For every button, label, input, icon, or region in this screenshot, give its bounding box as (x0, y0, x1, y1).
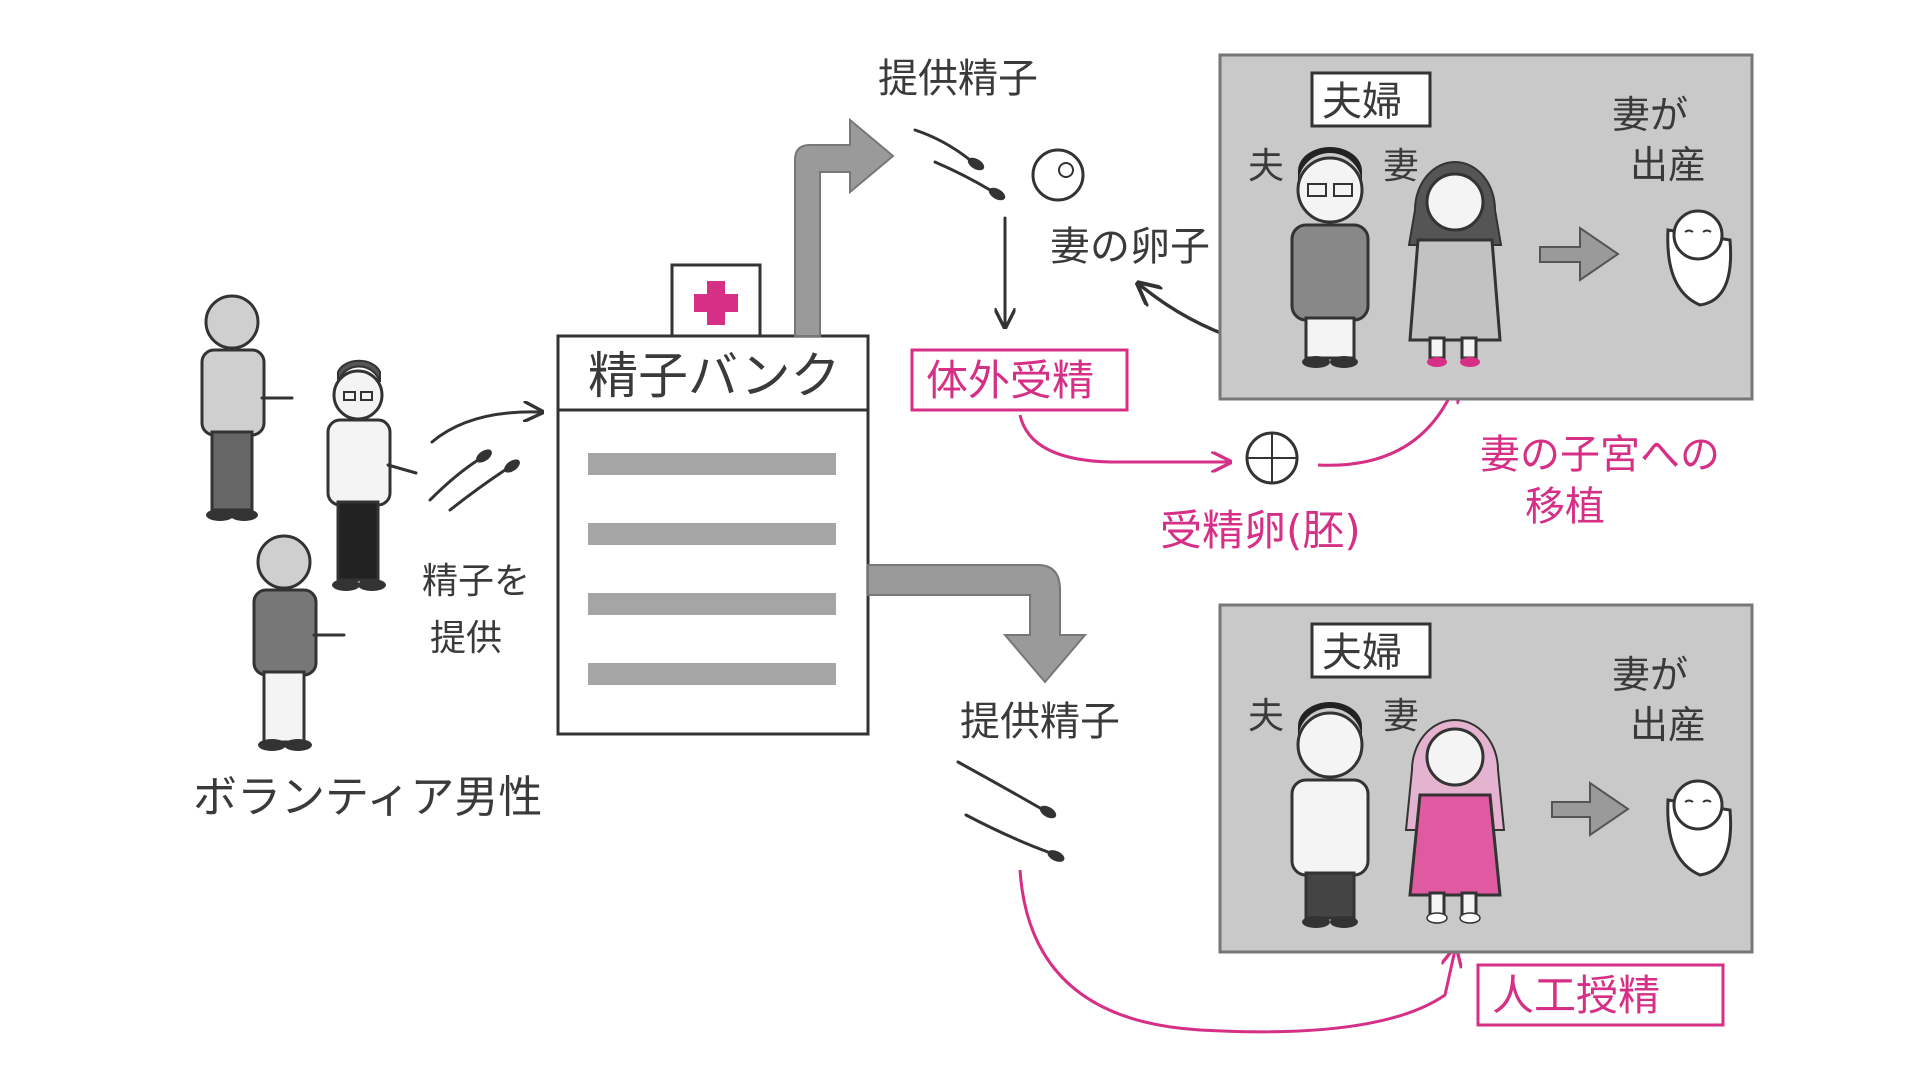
ai-flow: 提供精子 人工授精 (956, 699, 1725, 1034)
couple-top-label: 夫婦 (1322, 79, 1402, 125)
birth-top-line1: 妻が (1612, 93, 1688, 137)
ai-arrow (1018, 869, 1455, 1034)
birth-arrow-bottom (1551, 781, 1630, 837)
donation-arrow (430, 412, 540, 444)
couple-panel-top: 夫婦 夫 妻 妻が 出産 (1218, 53, 1754, 401)
wife-bottom-label: 妻 (1383, 696, 1419, 737)
donate-sperm-line1: 精子を (422, 561, 530, 602)
couple-panel-bottom: 夫婦 夫 妻 妻が 出産 (1218, 603, 1754, 954)
donor-sperm-top-label: 提供精子 (878, 56, 1038, 102)
transfer-arrow (1317, 385, 1455, 467)
donor-sperm-bottom-icon (956, 760, 1065, 862)
volunteer-men-label: ボランティア男性 (193, 772, 542, 823)
husband-top-label: 夫 (1248, 146, 1284, 187)
wife-top-label: 妻 (1383, 146, 1419, 187)
egg-icon (1031, 148, 1085, 202)
gray-arrow-down (867, 564, 1088, 684)
husband-bottom-figure (1290, 702, 1370, 928)
volunteer-man-1 (200, 294, 294, 521)
volunteer-man-3 (252, 534, 346, 751)
husband-top-figure (1290, 147, 1370, 368)
bank-window-1 (588, 453, 836, 475)
bank-window-3 (588, 593, 836, 615)
gray-arrow-up (794, 117, 895, 337)
baby-bottom-icon (1666, 779, 1733, 877)
transfer-label-line1: 妻の子宮への (1480, 432, 1720, 478)
donor-sperm-top-icon (913, 128, 1006, 201)
volunteer-men-group: ボランティア男性 (193, 294, 542, 823)
sperm-bank: 精子バンク (556, 263, 870, 736)
fertilized-egg-label: 受精卵(胚) (1160, 506, 1361, 555)
couple-bottom-label: 夫婦 (1322, 630, 1402, 676)
birth-bottom-line1: 妻が (1612, 653, 1688, 697)
ai-box (1476, 963, 1725, 1027)
ivf-to-embryo-arrow (1018, 414, 1228, 462)
sperm-bank-label: 精子バンク (588, 347, 841, 405)
transfer-label-line2: 移植 (1525, 484, 1605, 530)
donor-sperm-bottom-label: 提供精子 (960, 699, 1120, 745)
baby-top-icon (1666, 209, 1733, 307)
couple-bottom-box (1310, 622, 1432, 679)
wife-egg-label: 妻の卵子 (1050, 224, 1210, 270)
couple-top-box (1310, 71, 1432, 128)
husband-bottom-label: 夫 (1248, 696, 1284, 737)
donation-sperm-icon (428, 449, 520, 512)
wife-top-figure (1407, 161, 1503, 367)
bank-window-4 (588, 663, 836, 685)
wife-bottom-figure (1404, 719, 1506, 924)
donation-flow: 精子を 提供 (422, 412, 540, 659)
bank-window-2 (588, 523, 836, 545)
volunteer-man-2 (326, 359, 418, 591)
birth-top-line2: 出産 (1630, 143, 1706, 187)
birth-bottom-line2: 出産 (1630, 703, 1706, 747)
bank-cross-icon (694, 281, 738, 325)
ivf-box (910, 348, 1129, 412)
ivf-label: 体外受精 (926, 356, 1094, 405)
ai-label: 人工授精 (1492, 971, 1660, 1020)
embryo-icon (1245, 431, 1299, 485)
donate-sperm-line2: 提供 (430, 618, 502, 659)
ivf-flow: 提供精子 妻の卵子 体外受精 受精卵(胚) 妻の子宮への 移植 (878, 56, 1720, 555)
birth-arrow-top (1539, 226, 1620, 282)
